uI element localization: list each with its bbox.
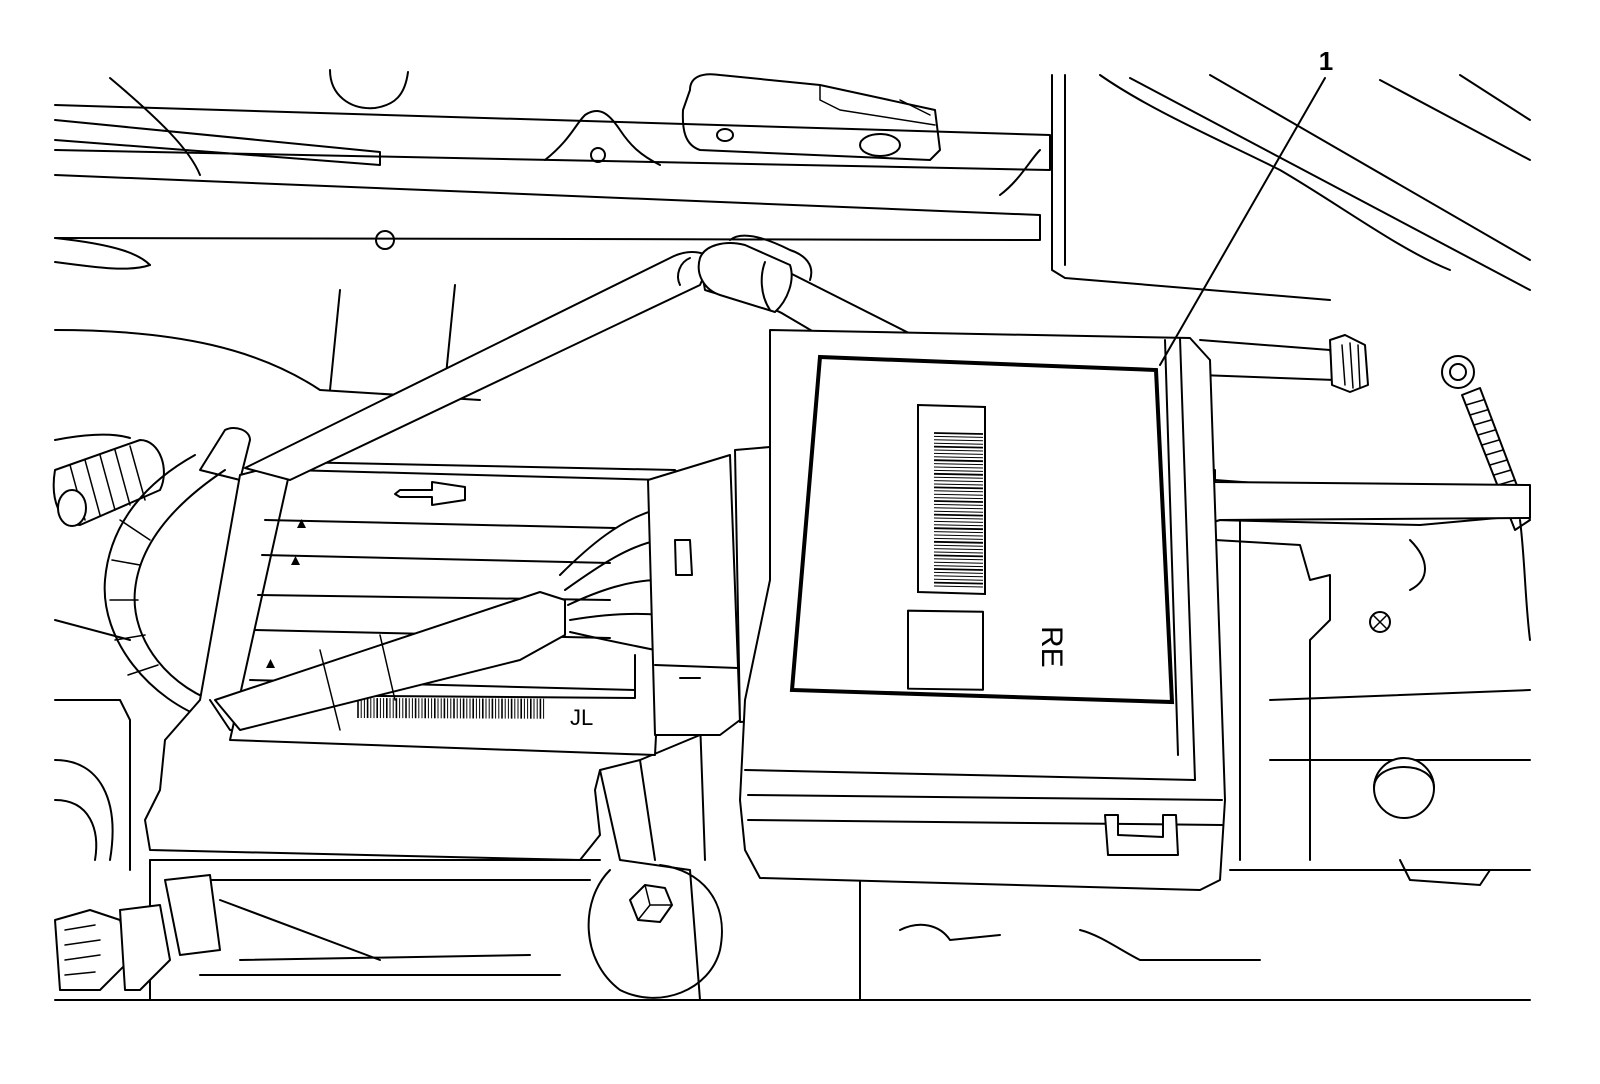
right-bracket xyxy=(1199,334,1531,886)
label-panel-outline xyxy=(789,354,1175,705)
module-label-jl: JL xyxy=(570,705,593,730)
right-module: RE xyxy=(739,329,1226,891)
left-harness xyxy=(52,427,251,991)
label-square xyxy=(907,609,984,691)
barcode-right xyxy=(917,403,986,596)
callout-1: 1 xyxy=(1159,46,1333,366)
warning-symbol-2 xyxy=(291,556,300,565)
warning-symbol-1 xyxy=(297,519,306,528)
warning-symbol-3 xyxy=(266,659,275,668)
module-label-re: RE xyxy=(1035,626,1068,668)
barcode-left xyxy=(357,698,545,719)
upper-body-structure xyxy=(54,69,1531,401)
callout-number-1: 1 xyxy=(1319,46,1333,76)
left-module-harness xyxy=(214,446,771,736)
